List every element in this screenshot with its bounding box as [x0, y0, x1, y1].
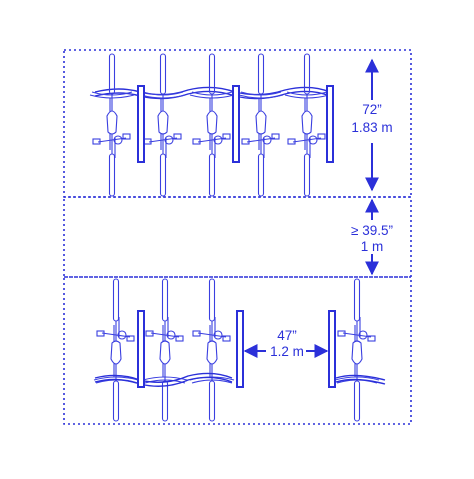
- aisle-metric: 1 m: [361, 239, 384, 254]
- rack-gap-metric: 1.2 m: [270, 344, 304, 359]
- rack-gap-dimension: 47” 1.2 m: [243, 328, 329, 359]
- lower-rack-rail-right-2: [335, 378, 386, 385]
- rack-depth-imperial: 72”: [362, 102, 382, 117]
- lower-rack-rail: [94, 372, 233, 383]
- aisle-dimension: ≥ 39.5” 1 m: [351, 198, 393, 276]
- bicycle-icon: [140, 53, 186, 197]
- lower-separator-bars: [137, 310, 336, 388]
- separator-bar: [328, 310, 336, 388]
- lower-rack-zone: [63, 276, 412, 425]
- upper-rack-rail: [94, 86, 331, 96]
- bicycle-icon: [284, 53, 330, 197]
- upper-separator-bars: [137, 85, 334, 163]
- separator-bar: [236, 310, 244, 388]
- separator-bar: [137, 85, 145, 163]
- rack-depth-metric: 1.83 m: [351, 120, 392, 135]
- bicycle-icon: [93, 278, 139, 422]
- bicycle-icon: [189, 53, 235, 197]
- bicycle-icon: [142, 278, 188, 422]
- zone-outlines: [63, 49, 412, 425]
- lower-rack-rail-right: [335, 374, 386, 381]
- aisle-zone: [63, 196, 412, 278]
- separator-bar: [232, 85, 240, 163]
- rack-gap-imperial: 47”: [277, 328, 297, 343]
- upper-bike-row: [89, 53, 330, 197]
- separator-bar: [326, 85, 334, 163]
- aisle-imperial: ≥ 39.5”: [351, 223, 393, 238]
- separator-bar: [137, 310, 145, 388]
- bicycle-icon: [238, 53, 284, 197]
- bicycle-icon: [334, 278, 380, 422]
- lower-rack-rail-2: [94, 376, 233, 387]
- bicycle-icon: [89, 53, 135, 197]
- rack-depth-dimension: 72” 1.83 m: [351, 58, 393, 192]
- lower-bike-row: [93, 278, 380, 422]
- upper-rack-zone: [63, 49, 412, 198]
- bicycle-icon: [189, 278, 235, 422]
